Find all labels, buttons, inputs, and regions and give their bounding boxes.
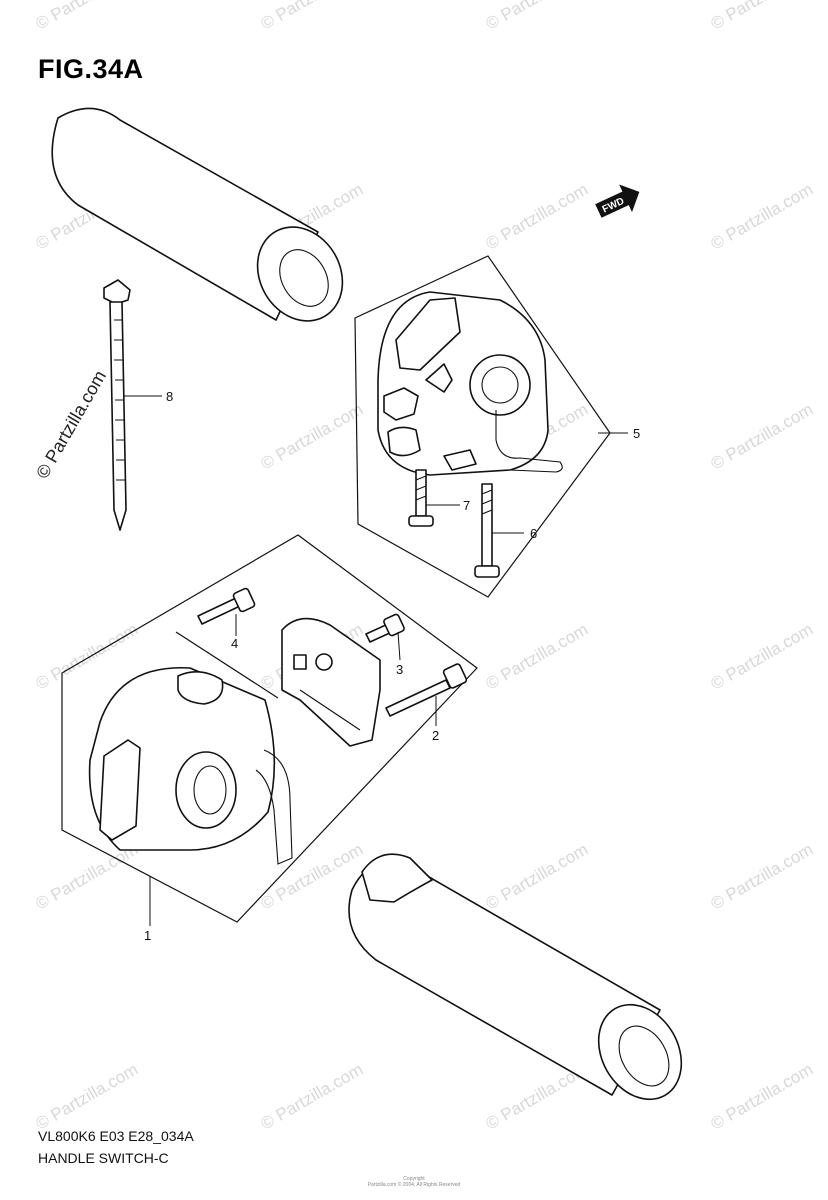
watermark: © Partzilla.com xyxy=(708,620,817,694)
watermark: © Partzilla.com xyxy=(33,1060,142,1134)
watermark: © Partzilla.com xyxy=(483,620,592,694)
fwd-badge: FWD xyxy=(595,184,640,218)
copyright-line: Copyright xyxy=(403,1176,425,1182)
watermark: © Partzilla.com xyxy=(33,0,142,33)
screw-6 xyxy=(474,483,500,578)
screw-7 xyxy=(408,469,434,527)
callout-5: 5 xyxy=(633,426,640,441)
copyright-notice: Copyright Partzilla.com © 2004, All Righ… xyxy=(300,1176,528,1188)
model-code: VL800K6 E03 E28_034A xyxy=(38,1128,194,1144)
frame-divider xyxy=(175,631,279,699)
callout-7: 7 xyxy=(463,498,470,513)
left-switch-frame xyxy=(61,534,478,923)
fwd-arrow-icon xyxy=(595,184,640,218)
leader-3 xyxy=(397,631,401,661)
side-watermark: © Partzilla.com xyxy=(32,367,110,482)
switch-bracket xyxy=(281,617,381,747)
watermark: © Partzilla.com xyxy=(258,0,367,33)
cable-tie xyxy=(103,279,131,531)
right-handle-switch xyxy=(377,291,563,476)
callout-4: 4 xyxy=(231,636,238,651)
watermark: © Partzilla.com xyxy=(708,400,817,474)
callout-3: 3 xyxy=(396,662,403,677)
watermark: © Partzilla.com xyxy=(258,400,367,474)
copyright-line: Partzilla.com © 2004, All Rights Reserve… xyxy=(367,1182,461,1188)
callout-1: 1 xyxy=(144,928,151,943)
watermark: © Partzilla.com xyxy=(708,1060,817,1134)
watermark: © Partzilla.com xyxy=(33,620,142,694)
fwd-label: FWD xyxy=(601,196,626,216)
watermark: © Partzilla.com xyxy=(708,180,817,254)
watermark: © Partzilla.com xyxy=(708,840,817,914)
callout-8: 8 xyxy=(166,389,173,404)
throttle-grip xyxy=(348,853,683,1101)
watermark: © Partzilla.com xyxy=(483,840,592,914)
watermark: © Partzilla.com xyxy=(708,0,817,33)
callout-2: 2 xyxy=(432,728,439,743)
screw-2 xyxy=(385,663,468,717)
screw-3 xyxy=(365,613,405,643)
section-name: HANDLE SWITCH-C xyxy=(38,1150,169,1166)
watermark: © Partzilla.com xyxy=(483,0,592,33)
callout-6: 6 xyxy=(530,526,537,541)
figure-title: FIG.34A xyxy=(38,54,144,84)
watermark: © Partzilla.com xyxy=(483,180,592,254)
watermark: © Partzilla.com xyxy=(258,1060,367,1134)
left-grip xyxy=(51,107,344,322)
left-handle-switch xyxy=(88,666,293,865)
screw-4 xyxy=(197,587,256,625)
right-switch-frame xyxy=(354,255,611,598)
